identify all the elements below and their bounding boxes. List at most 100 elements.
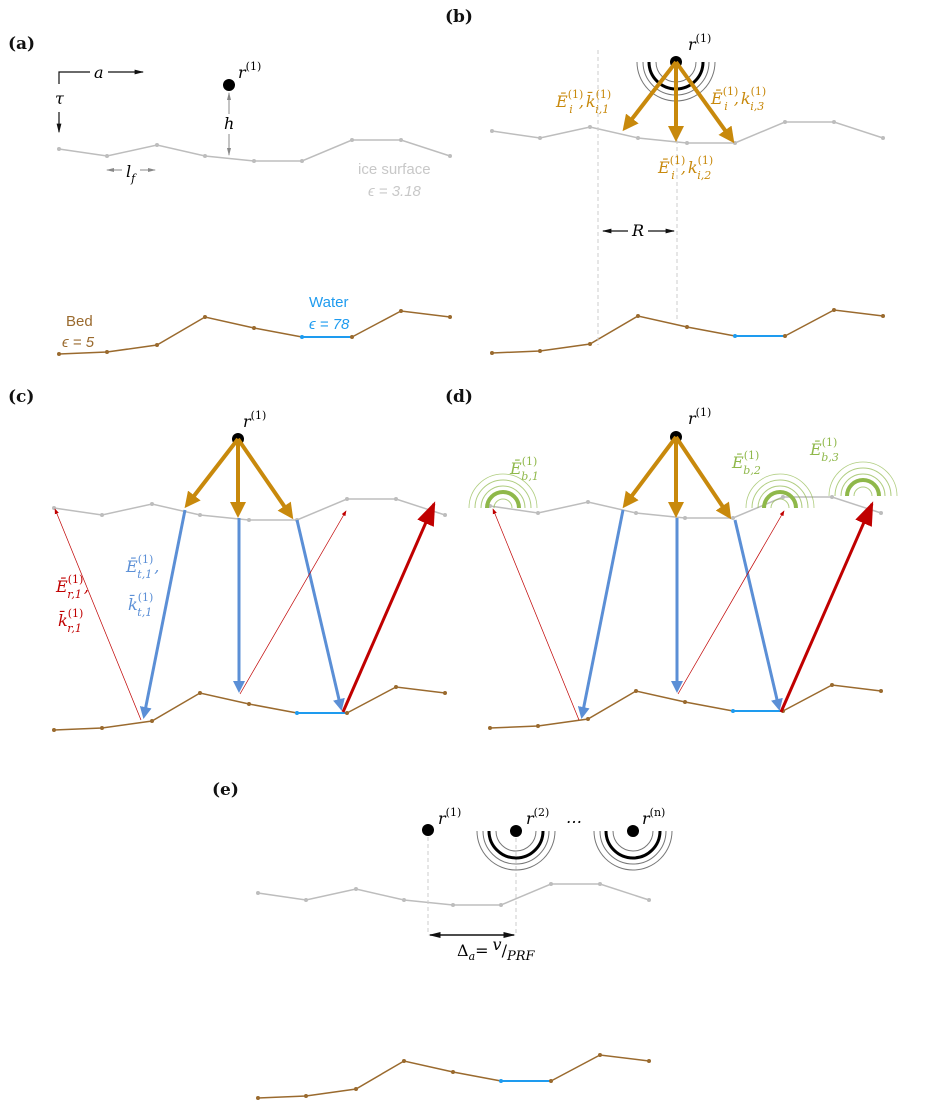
- bed-node: [150, 719, 154, 723]
- label-Et1: Ē(1)t,1,: [125, 553, 159, 581]
- bed-node: [598, 1053, 602, 1057]
- incident-ray: [622, 435, 678, 509]
- label-r1-d: r(1): [688, 406, 711, 428]
- bed-node: [488, 726, 492, 730]
- bed-node: [448, 315, 452, 319]
- label-Ei-ki1: Ē(1)i,k̄(1)i,1: [555, 88, 611, 116]
- ice-node: [536, 511, 540, 515]
- label-rn-e: r(n): [642, 806, 665, 828]
- bed-node: [198, 691, 202, 695]
- label-kt1: k̄(1)t,1: [128, 591, 153, 619]
- bed-node: [399, 309, 403, 313]
- label-R: R: [631, 221, 644, 240]
- label-lf: lf: [126, 162, 137, 185]
- bed-node: [731, 709, 735, 713]
- bed-node: [443, 691, 447, 695]
- bed-node: [538, 349, 542, 353]
- label-delta-a: Δa=v/PRF: [457, 935, 536, 964]
- bed-node: [100, 726, 104, 730]
- panel-label-e: (e): [212, 780, 239, 800]
- label-ice-eps: ϵ = 3.18: [368, 183, 422, 200]
- ice-node: [399, 138, 403, 142]
- backscatter-wave: [474, 479, 532, 509]
- bed-node: [536, 724, 540, 728]
- backscatter-wave: [828, 461, 898, 497]
- bed-node: [345, 711, 349, 715]
- label-Eb1: Ē(1)b,1: [509, 455, 539, 483]
- bed-node: [683, 700, 687, 704]
- bed-node: [394, 685, 398, 689]
- label-r1-b: r(1): [688, 32, 711, 54]
- bed-node: [451, 1070, 455, 1074]
- incident-ray: [622, 60, 678, 132]
- backscatter-wave: [468, 473, 538, 509]
- bed-line: [53, 692, 298, 731]
- label-ice-surface: ice surface: [358, 161, 431, 178]
- label-bed: Bed: [66, 313, 93, 330]
- label-kr1: k̄(1)r,1: [58, 607, 83, 635]
- ice-node: [198, 513, 202, 517]
- label-water-eps: ϵ = 78: [309, 316, 350, 333]
- panel-label-c: (c): [8, 387, 34, 407]
- ice-node: [879, 511, 883, 515]
- bed-node: [832, 308, 836, 312]
- ice-node: [155, 143, 159, 147]
- backscatter-wave: [745, 473, 815, 509]
- bed-line: [550, 1054, 650, 1082]
- backscatter-wave: [493, 498, 513, 509]
- bed-node: [634, 689, 638, 693]
- bed-node: [52, 728, 56, 732]
- ice-node: [256, 891, 260, 895]
- ice-node: [731, 516, 735, 520]
- incident-ray: [674, 435, 732, 520]
- ice-node: [247, 518, 251, 522]
- incident-ray: [236, 437, 294, 520]
- bed-line: [351, 310, 451, 338]
- backscatter-wave: [757, 485, 803, 509]
- ice-node: [57, 147, 61, 151]
- ice-node: [733, 141, 737, 145]
- bed-node: [549, 1079, 553, 1083]
- backscatter-wave: [840, 473, 886, 497]
- bed-line: [58, 316, 303, 355]
- radar-r1: [422, 824, 434, 836]
- transmitted-ray: [733, 519, 783, 711]
- bed-node: [105, 350, 109, 354]
- label-r1-a: r(1): [238, 60, 261, 82]
- backscatter-wave: [770, 498, 790, 509]
- bed-line: [491, 315, 736, 354]
- reflected-ray-thin: [239, 510, 347, 695]
- backscatter-wave: [853, 486, 873, 497]
- bed-node: [354, 1087, 358, 1091]
- ice-node: [549, 882, 553, 886]
- ice-node: [647, 898, 651, 902]
- backscatter-wave: [834, 467, 892, 497]
- ice-node: [538, 136, 542, 140]
- panel-label-d: (d): [445, 387, 473, 407]
- reflected-ray-thin: [677, 510, 785, 695]
- ice-node: [490, 129, 494, 133]
- bed-node: [647, 1059, 651, 1063]
- ice-node: [783, 120, 787, 124]
- label-r1-e: r(1): [438, 806, 461, 828]
- reflected-ray: [779, 501, 874, 713]
- bed-node: [203, 315, 207, 319]
- ice-node: [304, 898, 308, 902]
- bed-line: [489, 690, 734, 729]
- ice-node: [830, 495, 834, 499]
- radar-wave: [487, 830, 545, 860]
- label-Eb3: Ē(1)b,3: [809, 436, 839, 464]
- label-bed-eps: ϵ = 5: [62, 334, 95, 351]
- ice-node: [781, 495, 785, 499]
- radar-r1: [223, 79, 235, 91]
- label-r2-e: r(2): [526, 806, 549, 828]
- ice-node: [588, 125, 592, 129]
- bed-node: [879, 689, 883, 693]
- label-a-axis: a: [94, 63, 104, 82]
- backscatter-wave: [762, 490, 798, 509]
- ice-node: [402, 898, 406, 902]
- label-tau: τ: [55, 89, 65, 108]
- reflected-ray: [341, 501, 436, 713]
- bed-node: [304, 1094, 308, 1098]
